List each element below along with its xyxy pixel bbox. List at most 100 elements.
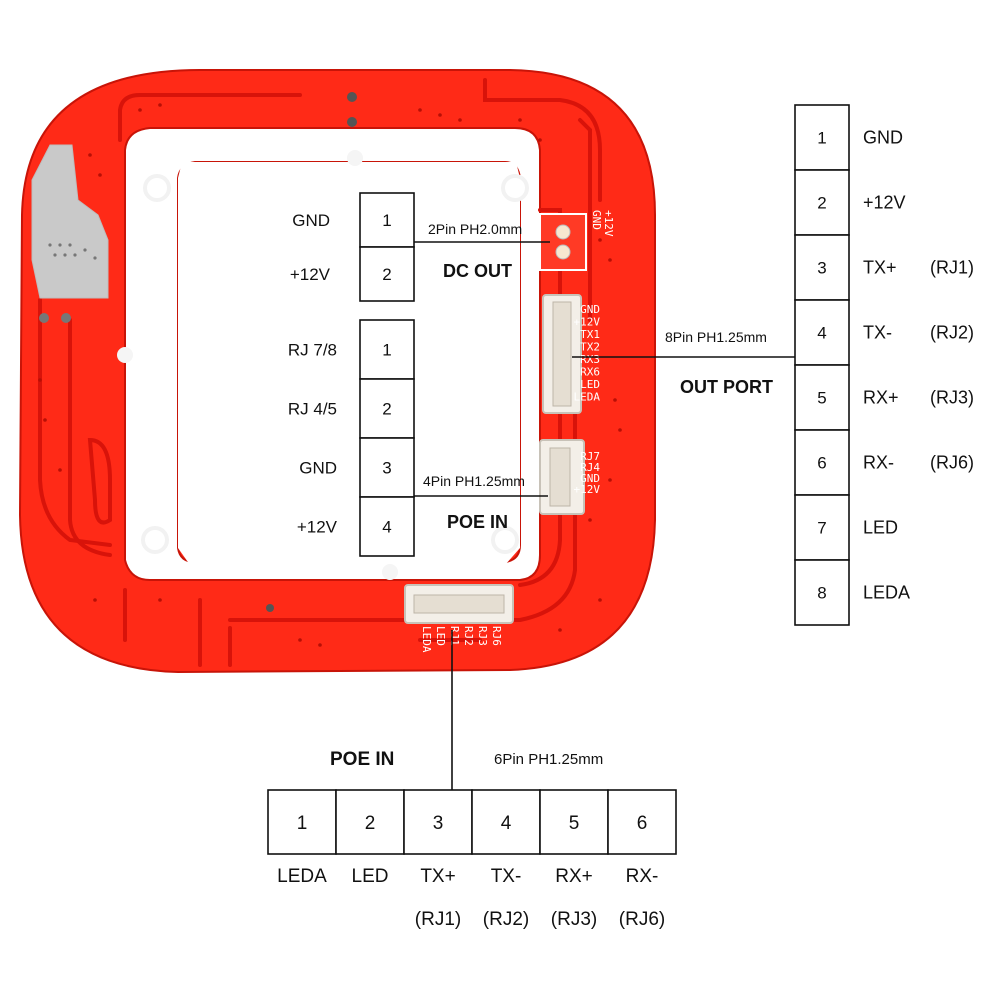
- silkscreen-label: TX2: [580, 341, 600, 354]
- via-dot: [618, 428, 622, 432]
- pin-number: 4: [501, 813, 512, 834]
- pin-name: RX+: [555, 866, 593, 887]
- poe-6pin-connector: [404, 584, 514, 624]
- dc-out-silkscreen: GND+12V: [590, 210, 615, 237]
- silkscreen-label: RJ3: [476, 626, 489, 646]
- pcb-board: [18, 69, 656, 674]
- pin-number: 2: [365, 813, 376, 834]
- pin-name: LED: [863, 518, 898, 538]
- pin-number: 6: [637, 813, 648, 834]
- pin-cell: [794, 234, 850, 301]
- pin-name: GND: [863, 128, 903, 148]
- pin-name: RX+: [863, 388, 899, 408]
- pin-cell: [794, 104, 850, 171]
- via-dot: [58, 468, 62, 472]
- pin-number: 3: [433, 813, 444, 834]
- out-port-title: OUT PORT: [680, 377, 773, 397]
- via-dot: [608, 258, 612, 262]
- pin-number: 6: [817, 454, 826, 473]
- pin-number: 7: [817, 519, 826, 538]
- dc-out-connector: [539, 213, 587, 271]
- pin-name: RJ 7/8: [288, 341, 337, 360]
- pin-rj-label: (RJ1): [930, 258, 974, 278]
- silkscreen-label: GND: [590, 210, 603, 230]
- silkscreen-label: RJ4: [580, 461, 600, 474]
- poe-4pin-title: POE IN: [447, 512, 508, 532]
- pin-name: RX-: [626, 866, 659, 887]
- pin-cell: [607, 789, 677, 855]
- pin-name: GND: [292, 211, 330, 230]
- pin-cell: [335, 789, 405, 855]
- copper-pad: [31, 144, 109, 299]
- pin-cell: [539, 789, 609, 855]
- pin-name: TX+: [420, 866, 455, 887]
- dc-out-title: DC OUT: [443, 261, 512, 281]
- pin-name: RJ 4/5: [288, 400, 337, 419]
- pin-rj-label: (RJ2): [930, 323, 974, 343]
- pin-cell: [403, 789, 473, 855]
- via-dot: [158, 103, 162, 107]
- silkscreen-label: LED: [580, 378, 600, 391]
- pin-name: RX-: [863, 453, 894, 473]
- via-dot: [93, 598, 97, 602]
- pin-number: 2: [382, 265, 391, 284]
- pin-name: TX+: [863, 258, 897, 278]
- via-dot: [538, 138, 542, 142]
- out-port-connector-label: 8Pin PH1.25mm: [665, 329, 767, 345]
- pcb-traces: [38, 78, 602, 667]
- pin-cell: [471, 789, 541, 855]
- pin-name: +12V: [290, 265, 331, 284]
- silkscreen-label: LEDA: [574, 391, 601, 404]
- silkscreen-label: RJ7: [580, 450, 600, 463]
- pin-number: 8: [817, 584, 826, 603]
- pin-cell: [794, 169, 850, 236]
- silkscreen-label: RJ1: [448, 626, 461, 646]
- via-dot: [298, 638, 302, 642]
- via-dot: [98, 173, 102, 177]
- out-port-connector: [542, 294, 582, 414]
- via-dot: [438, 113, 442, 117]
- pin-cell: [794, 559, 850, 626]
- via-dot: [38, 378, 42, 382]
- pin-name: +12V: [297, 518, 338, 537]
- via-dot: [598, 238, 602, 242]
- via-dot: [158, 598, 162, 602]
- pin-cell: [359, 319, 415, 380]
- pin-number: 2: [382, 400, 391, 419]
- pin-number: 5: [817, 389, 826, 408]
- pin-cell: [359, 496, 415, 557]
- pin-name: LEDA: [277, 866, 327, 887]
- pin-cell: [359, 246, 415, 302]
- pin-name: +12V: [863, 193, 906, 213]
- silkscreen-label: RJ2: [462, 626, 475, 646]
- via-dot: [418, 108, 422, 112]
- via-dot: [518, 118, 522, 122]
- pin-cell: [794, 429, 850, 496]
- via-dot: [88, 153, 92, 157]
- poe-4pin-connector-label: 4Pin PH1.25mm: [423, 473, 525, 489]
- pin-number: 1: [817, 129, 826, 148]
- pin-name: LED: [352, 866, 389, 887]
- via-dot: [558, 628, 562, 632]
- silkscreen-label: GND: [580, 472, 600, 485]
- silkscreen-label: TX1: [580, 328, 600, 341]
- silkscreen-label: LED: [434, 626, 447, 646]
- pin-number: 5: [569, 813, 580, 834]
- silkscreen-label: GND: [580, 303, 600, 316]
- silkscreen-label: RJ6: [490, 626, 503, 646]
- via-dot: [458, 118, 462, 122]
- callout-lines: [414, 241, 795, 790]
- silkscreen-label: +12V: [574, 483, 601, 496]
- poe-6pin-connector-label: 6Pin PH1.25mm: [494, 751, 603, 768]
- via-dot: [43, 418, 47, 422]
- pin-number: 4: [382, 518, 391, 537]
- pin-number: 1: [382, 341, 391, 360]
- pin-name: TX-: [491, 866, 522, 887]
- pin-cell: [359, 437, 415, 498]
- poe-6pin-title: POE IN: [330, 749, 394, 770]
- via-dot: [138, 108, 142, 112]
